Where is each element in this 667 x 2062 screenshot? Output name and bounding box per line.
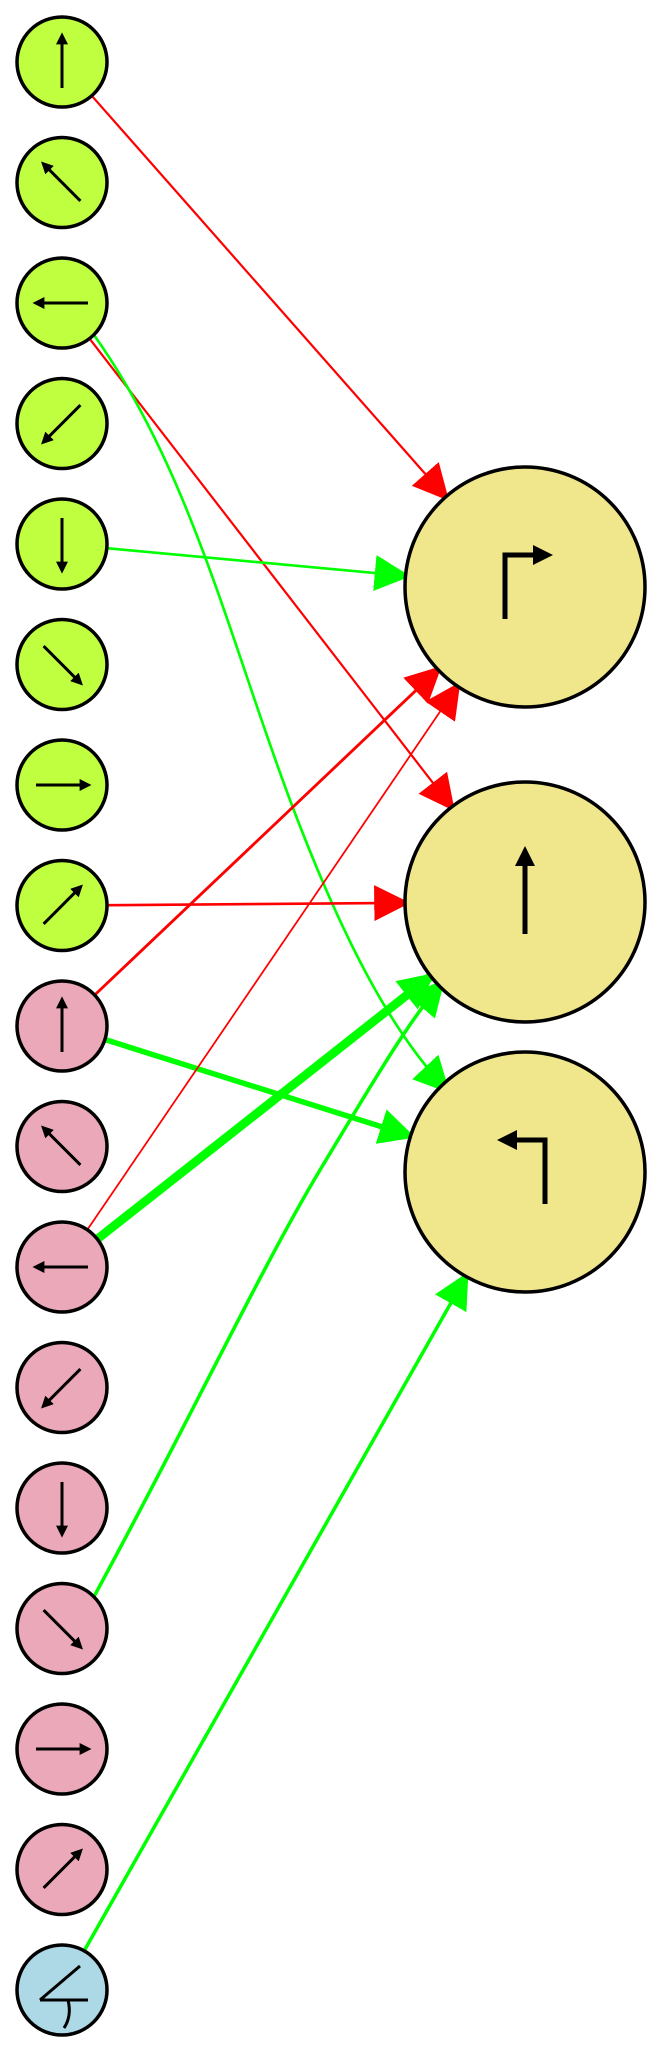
- arrow-up-right-icon: [42, 1848, 83, 1889]
- input-node-green-upright: [15, 858, 109, 953]
- connection-excitatory: [92, 973, 435, 1244]
- input-node-pink-upright: [15, 1822, 109, 1917]
- input-node-blue-angle: [15, 1943, 109, 2037]
- input-node-pink-upleft: [15, 1099, 109, 1194]
- arrow-up-left-icon: [41, 161, 82, 202]
- turn-right-icon: [502, 545, 553, 619]
- angle-icon: [39, 1964, 88, 2029]
- arrow-down-left-icon: [41, 404, 82, 445]
- connection-excitatory: [82, 1271, 469, 1953]
- output-node-straight: [403, 780, 647, 1024]
- connection-inhibitory: [86, 681, 461, 1231]
- output-node-circle: [403, 1050, 647, 1294]
- arrow-down-left-icon: [41, 1368, 82, 1409]
- input-node-pink-down: [15, 1461, 109, 1555]
- output-node-circle: [403, 465, 647, 709]
- input-node-green-down: [15, 497, 109, 591]
- input-node-green-left: [15, 256, 109, 350]
- connection-inhibitory: [88, 337, 455, 812]
- connection-inhibitory: [105, 885, 411, 922]
- input-node-green-upleft: [15, 135, 109, 230]
- arrow-up-left-icon: [41, 1125, 82, 1166]
- arrow-down-right-icon: [42, 1609, 83, 1650]
- output-nodes-layer: [403, 465, 647, 1294]
- input-node-green-right: [15, 738, 109, 832]
- arrow-up-right-icon: [42, 884, 83, 925]
- input-node-pink-up: [15, 979, 109, 1073]
- input-node-pink-downleft: [15, 1340, 109, 1435]
- input-node-circle: [15, 1943, 109, 2037]
- input-node-pink-left: [15, 1220, 109, 1314]
- connection-excitatory: [92, 333, 450, 1094]
- connection-inhibitory: [90, 94, 450, 501]
- turn-left-icon: [497, 1130, 548, 1204]
- arrow-down-right-icon: [42, 645, 83, 686]
- input-node-green-downright: [15, 617, 109, 712]
- connection-inhibitory: [93, 665, 442, 997]
- connection-excitatory: [92, 979, 445, 1599]
- connection-excitatory: [105, 546, 411, 591]
- input-node-green-downleft: [15, 376, 109, 471]
- input-node-pink-downright: [15, 1581, 109, 1676]
- output-node-turn-left: [403, 1050, 647, 1294]
- input-nodes-layer: [15, 15, 109, 2037]
- connection-excitatory: [102, 1036, 416, 1144]
- input-node-pink-right: [15, 1702, 109, 1796]
- output-node-turn-right: [403, 465, 647, 709]
- input-node-green-up: [15, 15, 109, 109]
- connections-layer: [82, 94, 469, 1953]
